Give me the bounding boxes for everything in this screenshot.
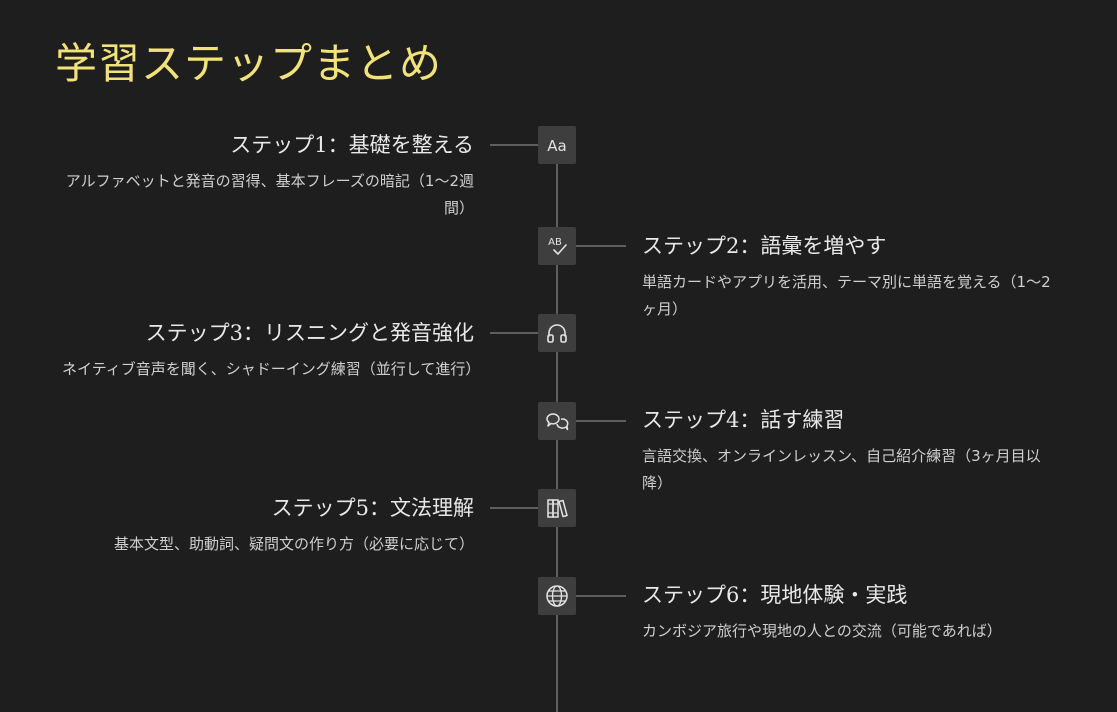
step-3-connector [490, 332, 538, 334]
step-4-desc: 言語交換、オンラインレッスン、自己紹介練習（3ヶ月目以降） [642, 447, 1041, 492]
step-6: ステップ6：現地体験・実践 カンボジア旅行や現地の人との交流（可能であれば） [642, 580, 1062, 645]
chat-bubbles-icon [546, 413, 569, 431]
step-5-node [538, 489, 576, 527]
step-6-title: ステップ6：現地体験・実践 [642, 583, 908, 607]
step-4-title: ステップ4：話す練習 [642, 408, 845, 432]
step-4-connector [576, 420, 626, 422]
step-1-node: Aa [538, 126, 576, 164]
step-3-title: ステップ3：リスニングと発音強化 [145, 321, 474, 345]
step-5-title: ステップ5：文法理解 [271, 496, 474, 520]
step-5-connector [490, 507, 538, 509]
step-3: ステップ3：リスニングと発音強化 ネイティブ音声を聞く、シャドーイング練習（並行… [62, 318, 481, 383]
step-6-desc: カンボジア旅行や現地の人との交流（可能であれば） [642, 622, 1002, 640]
globe-icon [546, 585, 568, 607]
books-icon [547, 499, 568, 518]
step-1: ステップ1：基礎を整える アルファベットと発音の習得、基本フレーズの暗記（1〜2… [62, 130, 474, 222]
step-1-connector [490, 144, 538, 146]
step-4: ステップ4：話す練習 言語交換、オンラインレッスン、自己紹介練習（3ヶ月目以降） [642, 405, 1062, 497]
spellcheck-icon: AB [548, 237, 567, 255]
step-1-desc: アルファベットと発音の習得、基本フレーズの暗記（1〜2週間） [65, 172, 474, 217]
step-2-desc: 単語カードやアプリを活用、テーマ別に単語を覚える（1〜2ヶ月） [642, 273, 1051, 318]
step-4-node [538, 402, 576, 440]
headphones-icon [547, 324, 567, 343]
step-6-connector [576, 595, 626, 597]
step-2-title: ステップ2：語彙を増やす [642, 234, 887, 258]
step-3-node [538, 314, 576, 352]
step-5-desc: 基本文型、助動詞、疑問文の作り方（必要に応じて） [113, 535, 474, 553]
svg-text:AB: AB [548, 237, 562, 248]
step-1-title: ステップ1：基礎を整える [230, 133, 474, 157]
step-2: ステップ2：語彙を増やす 単語カードやアプリを活用、テーマ別に単語を覚える（1〜… [642, 231, 1062, 323]
alphabet-icon: Aa [547, 137, 566, 155]
step-2-node: AB [538, 227, 576, 265]
page-title: 学習ステップまとめ [55, 39, 443, 88]
step-5: ステップ5：文法理解 基本文型、助動詞、疑問文の作り方（必要に応じて） [62, 493, 474, 558]
step-6-node [538, 577, 576, 615]
step-2-connector [576, 245, 626, 247]
svg-text:Aa: Aa [547, 137, 566, 155]
step-3-desc: ネイティブ音声を聞く、シャドーイング練習（並行して進行） [62, 360, 481, 378]
